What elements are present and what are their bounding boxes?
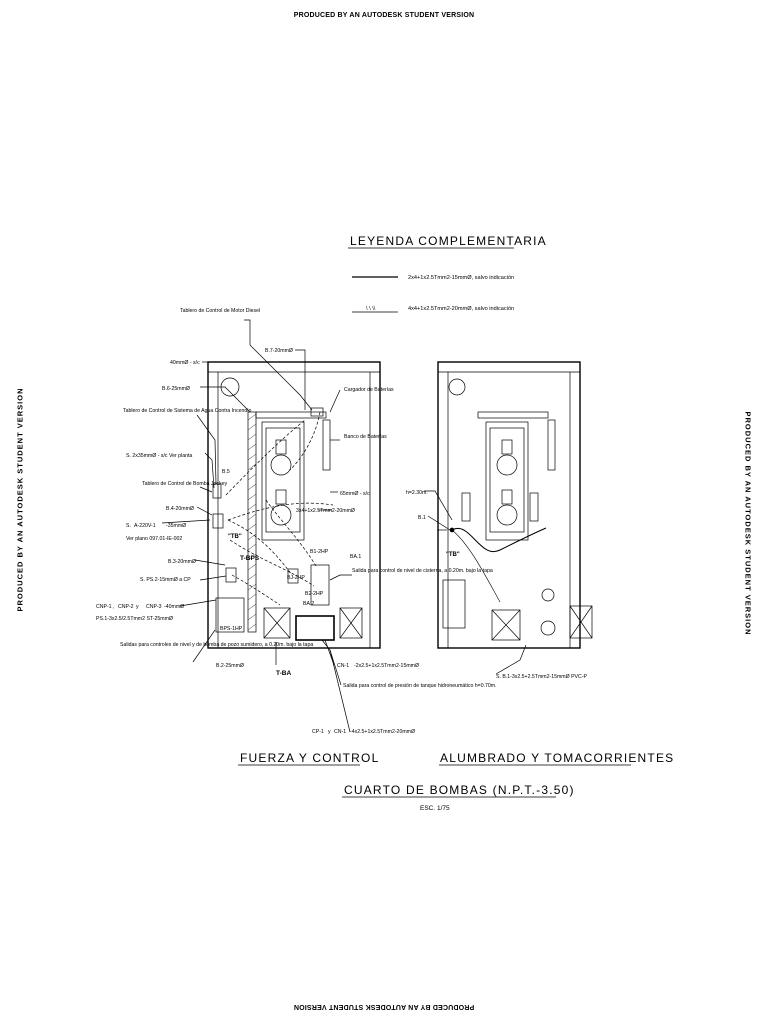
label-cn1: CN-1 bbox=[337, 663, 349, 669]
watermark-top: PRODUCED BY AN AUTODESK STUDENT VERSION bbox=[293, 12, 475, 19]
label-b1-2hp: B1-2HP bbox=[310, 549, 329, 555]
legend-line2-symbol: \ \ \\ bbox=[366, 306, 376, 312]
label-tb-right: "TB" bbox=[446, 552, 460, 558]
label-bps: BPS-1HP bbox=[220, 626, 243, 632]
label-cp-y: y bbox=[328, 729, 331, 735]
label-s2x35: S. 2x35mmØ - s/c Ver planta bbox=[126, 453, 192, 459]
left-pump-motor-2 bbox=[270, 504, 292, 526]
label-tba: T-BA bbox=[276, 670, 291, 677]
label-bj: BJ-2HP bbox=[287, 575, 305, 581]
right-plan-title: ALUMBRADO Y TOMACORRIENTES bbox=[440, 751, 674, 765]
label-b3: B.3-20mmØ bbox=[168, 559, 196, 565]
left-tank-2 bbox=[339, 607, 363, 639]
left-charger-box bbox=[310, 407, 324, 417]
legend-title: LEYENDA COMPLEMENTARIA bbox=[350, 234, 547, 248]
label-salida-cisterna: Salida para control de nivel de cisterna… bbox=[352, 568, 493, 574]
right-panel-box bbox=[442, 579, 466, 629]
label-cnp-2: CNP-2 bbox=[118, 604, 134, 610]
label-b4: B.4-20mmØ bbox=[166, 506, 194, 512]
label-65mm: 65mmØ - s/c bbox=[340, 491, 370, 497]
label-cp-rest: -4x2.5+1x2.5Tmm2-20mmØ bbox=[350, 729, 415, 735]
label-tbps: T-BPS bbox=[240, 555, 260, 562]
legend-line2-text: 4x4+1x2.5Tmm2-20mmØ, salvo indicación bbox=[408, 306, 514, 312]
label-tb-left: "TB" bbox=[228, 534, 242, 540]
left-small-panel bbox=[212, 513, 224, 529]
right-plan bbox=[424, 361, 593, 675]
right-tank-2 bbox=[569, 605, 593, 639]
label-salidas: Salidas para controles de nivel y de bom… bbox=[120, 642, 313, 648]
label-ps1: PS.1-3x2.5/2.5Tmm2 ST-25mmØ bbox=[96, 616, 173, 622]
left-b1-b2-pumps bbox=[310, 564, 330, 606]
caption-title: CUARTO DE BOMBAS (N.P.T.-3.50) bbox=[344, 783, 575, 797]
label-ver-plano: Ver plano 097.01-IE-002 bbox=[126, 536, 182, 542]
left-battery-panel bbox=[322, 419, 331, 471]
label-cnp-3: CNP-3 bbox=[146, 604, 162, 610]
left-plan bbox=[161, 319, 381, 733]
left-pump-motor-1 bbox=[270, 454, 292, 476]
label-tablero-jockey: Tablero de Control de Bomba Jockey bbox=[142, 481, 227, 487]
label-b5: B.5 bbox=[222, 469, 230, 475]
label-cn1-rest: -2x2.5+1x2.5Tmm2-15mmØ bbox=[354, 663, 419, 669]
label-ps2: S. PS.2-15mmØ a CP bbox=[140, 577, 191, 583]
label-tablero-diesel: Tablero de Control de Motor Diesel bbox=[180, 308, 260, 314]
right-room-wall bbox=[437, 361, 581, 649]
left-pump-part-2 bbox=[275, 489, 287, 505]
left-tbps-box bbox=[225, 567, 237, 583]
label-cnp-y: y bbox=[136, 604, 139, 610]
label-ba1: BA.1 bbox=[350, 554, 361, 560]
label-h230: h=2.30m. bbox=[406, 490, 428, 496]
left-pump-frame bbox=[261, 421, 305, 541]
left-pump-part-1 bbox=[275, 439, 287, 455]
label-salida-presion: Salida para control de presión de tanque… bbox=[343, 683, 497, 689]
label-right-b1: B.1 bbox=[418, 515, 426, 521]
label-b2-2hp: B2-2HP bbox=[305, 591, 324, 597]
label-tablero-sistema: Tablero de Control de Sistema de Agua Co… bbox=[123, 408, 251, 414]
label-ba2: BA.2 bbox=[303, 601, 314, 607]
caption-scale: ESC. 1/75 bbox=[420, 805, 450, 812]
label-b6: B.6-25mmØ bbox=[162, 386, 190, 392]
left-sump-pit bbox=[215, 597, 245, 633]
label-s-220: S. bbox=[126, 523, 131, 529]
left-jockey-panel bbox=[212, 483, 222, 499]
label-banco: Banco de Baterías bbox=[344, 434, 387, 440]
right-tank-1 bbox=[491, 609, 521, 641]
label-s-220-rest: -35mmØ bbox=[166, 523, 186, 529]
label-40mm: 40mmØ - s/c bbox=[170, 360, 200, 366]
label-cp1: CP-1 bbox=[312, 729, 324, 735]
legend bbox=[352, 276, 398, 313]
label-cnp-rest: -40mmØ bbox=[164, 604, 184, 610]
left-pump-inner bbox=[265, 427, 301, 533]
label-cn1b: CN-1 bbox=[334, 729, 346, 735]
left-bj-box bbox=[287, 568, 299, 584]
left-top-strip bbox=[255, 411, 327, 419]
legend-line1-text: 2x4+1x2.5Tmm2-15mmØ, salvo indicación bbox=[408, 275, 514, 281]
right-pump-frame bbox=[485, 421, 529, 541]
left-tank-1 bbox=[263, 607, 291, 639]
label-cargador: Cargador de Baterías bbox=[344, 387, 394, 393]
label-3x4: 3x4+1x2.5Tmm2-20mmØ bbox=[296, 508, 355, 514]
left-room-wall bbox=[207, 361, 381, 649]
label-cnp-1: CNP-1 , bbox=[96, 604, 114, 610]
left-plan-title: FUERZA Y CONTROL bbox=[240, 751, 379, 765]
right-column-circle bbox=[448, 378, 466, 396]
label-b2: B.2-25mmØ bbox=[216, 663, 244, 669]
left-hatch-strip bbox=[247, 411, 257, 633]
label-s-220-box: A-220V-1 bbox=[134, 523, 156, 529]
label-b7: B.7-20mmØ bbox=[265, 348, 293, 354]
label-s-b1: S. B.1-3x2.5+2.5Tmm2-15mmØ PVC-P bbox=[496, 674, 587, 680]
left-hydro-tank bbox=[295, 615, 335, 641]
